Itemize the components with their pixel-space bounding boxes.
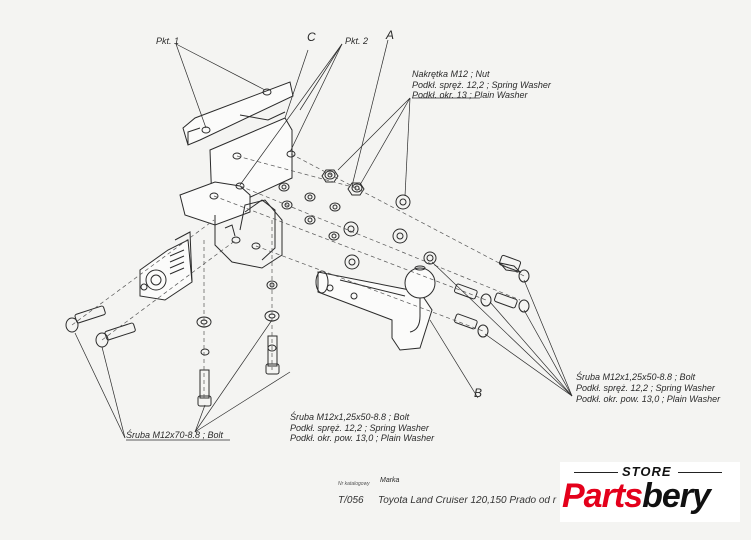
nut-callout-line1: Nakrętka M12 ; Nut: [412, 69, 490, 79]
bolts-left: [65, 305, 136, 348]
bolt-center-line1: Śruba M12x1,25x50-8.8 ; Bolt: [290, 412, 410, 422]
bolt-right-line2: Podkł. spręż. 12,2 ; Spring Washer: [576, 383, 715, 393]
bolt-center-line2: Podkł. spręż. 12,2 ; Spring Washer: [290, 423, 429, 433]
label-c: C: [307, 30, 316, 44]
logo-store-text: STORE: [622, 464, 672, 479]
label-a: A: [386, 28, 395, 42]
bolts-right: [454, 254, 530, 338]
bolt-center-line3: Podkł. okr. pow. 13,0 ; Plain Washer: [290, 433, 435, 443]
label-b: B: [474, 386, 483, 400]
label-pkt2: Pkt. 2: [345, 36, 369, 46]
bolt-right-line3: Podkł. okr. pow. 13,0 ; Plain Washer: [576, 394, 721, 404]
tow-bar-tube: [315, 265, 436, 351]
catalog-number: T/056: [338, 495, 364, 506]
bolts-vertical: [197, 335, 280, 407]
label-pkt1: Pkt. 1: [156, 36, 180, 46]
logo-rule-left: [574, 472, 618, 473]
logo-wordmark: Partsbery: [562, 476, 711, 516]
nut-callout-line3: Podkł. okr. 13 ; Plain Washer: [412, 90, 528, 100]
logo-rule-right: [678, 472, 722, 473]
nut-callout-line2: Podkł. spręż. 12,2 ; Spring Washer: [412, 80, 551, 90]
logo-wordmark-bery: bery: [642, 477, 711, 515]
partsbery-logo: STORE Partsbery: [560, 462, 740, 522]
bracket-c: [182, 81, 294, 146]
leader-lines: [74, 39, 573, 441]
assembly-axes: [71, 153, 525, 400]
catalog-header: Nr katalogowy: [338, 481, 370, 487]
vehicle-name: Toyota Land Cruiser 120,150 Prado od r: [378, 496, 557, 506]
bolt-left-label: Śruba M12x70-8.8 ; Bolt: [126, 430, 224, 440]
logo-wordmark-parts: Parts: [562, 477, 643, 515]
bolt-right-line1: Śruba M12x1,25x50-8.8 ; Bolt: [576, 372, 696, 382]
brand-header: Marka: [380, 477, 400, 484]
electrical-socket: [139, 231, 193, 301]
